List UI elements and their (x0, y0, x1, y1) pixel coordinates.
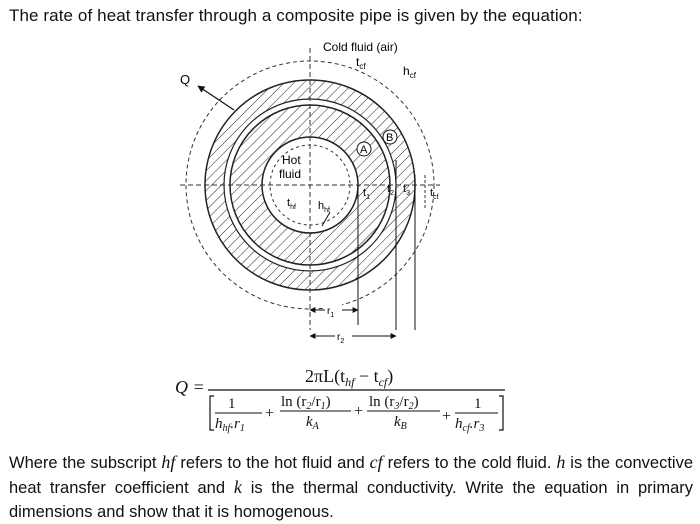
term3-numerator: ln (r3/r2) (369, 394, 419, 412)
term2-denominator: kA (306, 414, 320, 432)
t1-label: t (363, 187, 366, 199)
t-cf-top: t (356, 55, 360, 69)
t-hf-label: t (287, 197, 290, 209)
heat-flow-arrow (197, 85, 235, 111)
svg-text:t3: t3 (403, 183, 410, 197)
svg-text:+: + (442, 408, 451, 425)
term4-numerator: 1 (474, 396, 482, 412)
term1-numerator: 1 (228, 396, 236, 412)
svg-text:+: + (354, 403, 363, 420)
cold-fluid-label: Cold fluid (air) (323, 40, 398, 54)
t2-label: t (387, 183, 390, 195)
hot-fluid-label-2: fluid (279, 167, 301, 181)
svg-text:t1: t1 (363, 187, 370, 201)
term1-denominator: hhf.r1 (215, 416, 245, 434)
svg-text:t2: t2 (387, 183, 394, 197)
svg-text:r2: r2 (337, 332, 344, 345)
h-hf-label: h (318, 200, 324, 212)
heat-label: Q (180, 72, 190, 87)
svg-text:r1: r1 (327, 306, 334, 319)
svg-text:thf: thf (287, 197, 296, 211)
svg-text:hcf: hcf (403, 64, 417, 80)
closing-paragraph: Where the subscript hf refers to the hot… (9, 452, 694, 521)
hot-fluid-label-1: Hot (282, 153, 301, 167)
t-cf-right: t (430, 187, 433, 199)
equation-numerator: 2πL(thf − tcf) (305, 366, 393, 389)
r2-label: r (337, 332, 341, 343)
svg-text:hhf: hhf (318, 200, 330, 214)
t3-label: t (403, 183, 406, 195)
svg-text:tcf: tcf (356, 55, 366, 71)
svg-text:+: + (265, 405, 274, 422)
term3-denominator: kB (394, 414, 407, 432)
layer-a-label: A (360, 144, 368, 156)
intro-text: The rate of heat transfer through a comp… (9, 6, 583, 25)
term2-numerator: ln (r2/r1) (281, 394, 331, 412)
r1-label: r (327, 306, 331, 317)
heat-transfer-equation: Q = 2πL(thf − tcf) 1 hhf.r1 + ln (r2/r1)… (175, 366, 505, 434)
h-cf-label: h (403, 64, 410, 78)
svg-text:tcf: tcf (430, 187, 439, 201)
composite-pipe-diagram: Q Cold fluid (air) tcf hcf A B Hot fluid… (180, 40, 440, 345)
term4-denominator: hcf.r3 (455, 416, 484, 434)
layer-b-label: B (386, 132, 393, 144)
equation-lhs: Q = (175, 377, 205, 397)
